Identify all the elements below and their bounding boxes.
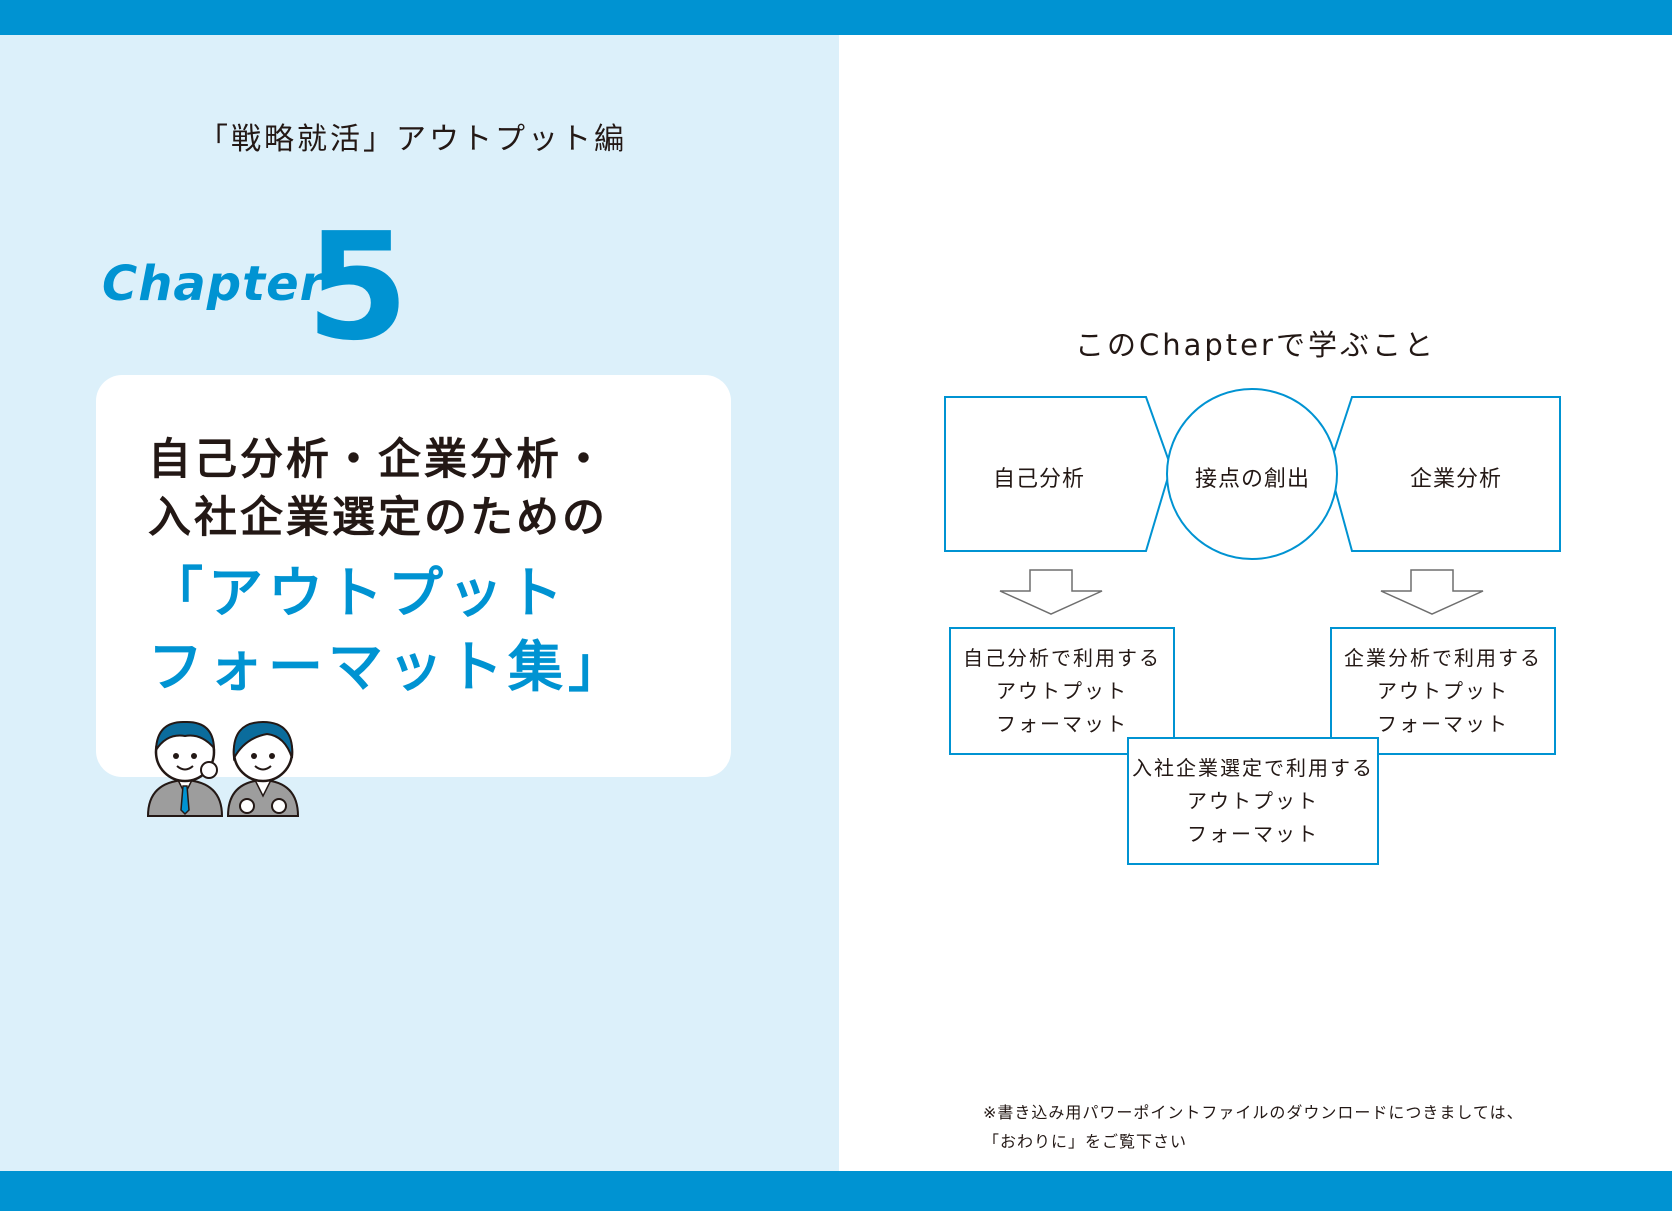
chapter-label: Chapter	[102, 256, 325, 312]
node-self-analysis: 自己分析	[993, 467, 1086, 492]
format-box-line: 自己分析で利用する	[963, 645, 1161, 670]
chapter-number: 5	[306, 201, 409, 373]
chapter-title-line-1: 自己分析・企業分析・	[148, 435, 608, 485]
format-box-line: 入社企業選定で利用する	[1132, 755, 1374, 780]
node-contact-creation: 接点の創出	[1195, 467, 1311, 492]
contact-point-circle	[1166, 388, 1338, 560]
format-box-line: アウトプット	[1187, 788, 1319, 813]
company-selection-format-box: 入社企業選定で利用する アウトプット フォーマット	[1127, 737, 1379, 865]
page-subtitle: このChapterで学ぶこと	[1075, 328, 1436, 362]
woman-figure	[226, 720, 300, 817]
format-box-line: フォーマット	[1377, 711, 1509, 736]
man-figure	[146, 720, 224, 817]
down-arrow-left	[999, 569, 1103, 615]
title-card	[96, 375, 731, 777]
two-business-people-icon	[146, 720, 300, 817]
chapter-title-accent-line-2: フォーマット集」	[148, 635, 629, 699]
format-box-line: 企業分析で利用する	[1344, 645, 1542, 670]
format-box-line: フォーマット	[996, 711, 1128, 736]
download-note-line-2: 「おわりに」をご覧下さい	[983, 1132, 1188, 1151]
node-company-analysis: 企業分析	[1410, 467, 1503, 492]
format-box-line: アウトプット	[1377, 678, 1509, 703]
company-analysis-format-box: 企業分析で利用する アウトプット フォーマット	[1330, 627, 1556, 755]
chapter-title-line-2: 入社企業選定のための	[148, 493, 608, 543]
top-accent-bar	[0, 0, 1672, 35]
bottom-accent-bar	[0, 1171, 1672, 1211]
self-analysis-shape	[944, 396, 1173, 552]
format-box-line: フォーマット	[1187, 821, 1319, 846]
download-note-line-1: ※書き込み用パワーポイントファイルのダウンロードにつきましては、	[983, 1103, 1524, 1122]
format-box-line: アウトプット	[996, 678, 1128, 703]
down-arrow-right	[1380, 569, 1484, 615]
chapter-title-accent-line-1: 「アウトプット	[148, 561, 569, 625]
diagram-shapes	[944, 388, 1561, 615]
self-analysis-format-box: 自己分析で利用する アウトプット フォーマット	[949, 627, 1175, 755]
series-title: 「戦略就活」アウトプット編	[198, 122, 627, 157]
concept-diagram: 自己分析 接点の創出 企業分析 自己分析で利用する アウトプット フォーマット …	[930, 380, 1570, 880]
